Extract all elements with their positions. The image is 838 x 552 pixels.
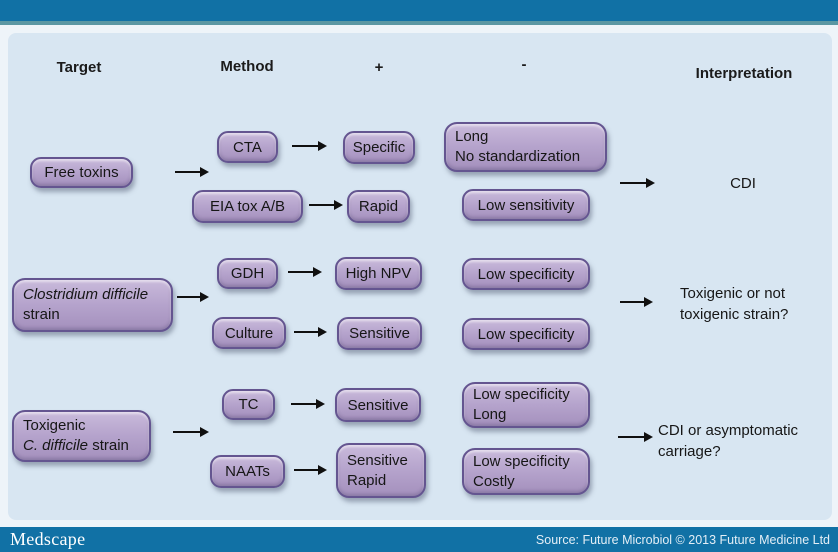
top-bar-accent-line bbox=[0, 21, 838, 25]
arrow-right-icon bbox=[177, 292, 209, 302]
arrow-right-icon bbox=[175, 167, 209, 177]
plus-box-high-npv: High NPV bbox=[335, 257, 422, 290]
arrow-right-icon bbox=[620, 297, 653, 307]
arrow-right-icon bbox=[294, 327, 327, 337]
minus-box-text: Low specificity Long bbox=[473, 386, 570, 423]
top-bar bbox=[0, 0, 838, 21]
target-box-toxigenic-strain: Toxigenic C. difficile strain bbox=[12, 410, 151, 462]
minus-box-low-sensitivity: Low sensitivity bbox=[462, 189, 590, 221]
target-box-free-toxins: Free toxins bbox=[30, 157, 133, 188]
plus-box-text: Sensitive Rapid bbox=[347, 451, 408, 489]
target-box-cdifficile-strain: Clostridium difficile strain bbox=[12, 278, 173, 332]
arrow-right-icon bbox=[620, 178, 655, 188]
source-credit: Source: Future Microbiol © 2013 Future M… bbox=[535, 532, 830, 547]
column-header-minus: - bbox=[521, 56, 527, 73]
arrow-right-icon bbox=[294, 465, 327, 475]
minus-box-text: Low specificity Costly bbox=[473, 452, 570, 490]
arrow-right-icon bbox=[291, 399, 325, 409]
arrow-right-icon bbox=[309, 200, 343, 210]
arrow-right-icon bbox=[173, 427, 209, 437]
method-box-eia-tox-ab: EIA tox A/B bbox=[192, 190, 303, 223]
method-box-cta: CTA bbox=[217, 131, 278, 163]
method-box-gdh: GDH bbox=[217, 258, 278, 289]
arrow-right-icon bbox=[288, 267, 322, 277]
method-box-naats: NAATs bbox=[210, 455, 285, 488]
method-box-culture: Culture bbox=[212, 317, 286, 349]
bottom-bar: Medscape Source: Future Microbiol © 2013… bbox=[0, 527, 838, 552]
column-header-plus: + bbox=[374, 59, 384, 76]
plus-box-sensitive-rapid: Sensitive Rapid bbox=[336, 443, 426, 498]
minus-box-low-specificity: Low specificity bbox=[462, 318, 590, 350]
column-header-interpretation: Interpretation bbox=[695, 65, 793, 82]
minus-box-low-specificity-long: Low specificity Long bbox=[462, 382, 590, 428]
minus-box-text: Long No standardization bbox=[455, 128, 581, 165]
target-box-text: Toxigenic C. difficile strain bbox=[23, 417, 129, 454]
interpretation-cdi-or-carriage: CDI or asymptomatic carriage? bbox=[658, 422, 799, 460]
plus-box-specific: Specific bbox=[343, 131, 415, 164]
plus-box-sensitive: Sensitive bbox=[335, 388, 421, 422]
minus-box-low-specificity-costly: Low specificity Costly bbox=[462, 448, 590, 495]
medscape-logo: Medscape bbox=[10, 529, 86, 549]
minus-box-long-no-standardization: Long No standardization bbox=[444, 122, 607, 172]
interpretation-toxigenic: Toxigenic or not toxigenic strain? bbox=[680, 285, 789, 323]
column-header-method: Method bbox=[220, 58, 274, 75]
minus-box-low-specificity: Low specificity bbox=[462, 258, 590, 290]
interpretation-cdi: CDI bbox=[730, 175, 756, 192]
arrow-right-icon bbox=[292, 141, 327, 151]
target-box-text: Clostridium difficile strain bbox=[23, 286, 149, 323]
plus-box-rapid: Rapid bbox=[347, 190, 410, 223]
arrow-right-icon bbox=[618, 432, 653, 442]
method-box-tc: TC bbox=[222, 389, 275, 420]
plus-box-sensitive: Sensitive bbox=[337, 317, 422, 350]
column-header-target: Target bbox=[56, 59, 102, 76]
